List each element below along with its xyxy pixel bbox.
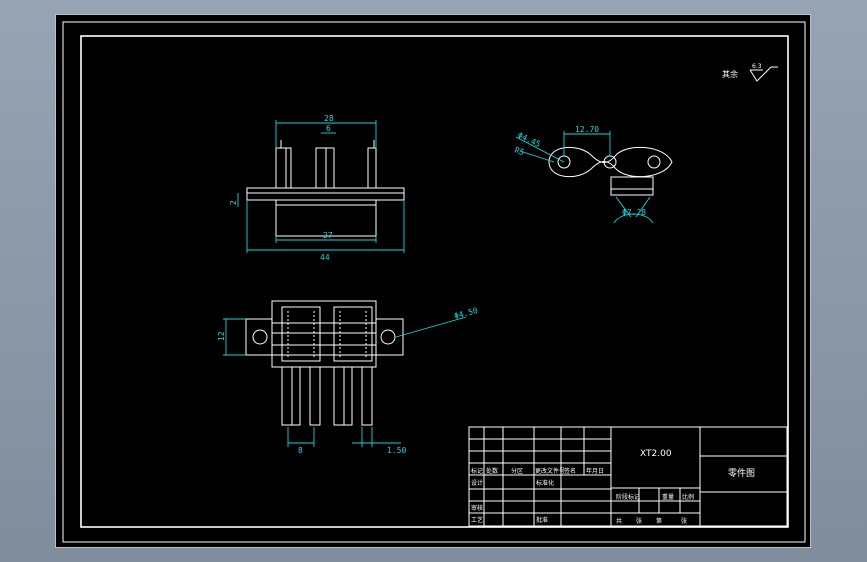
dim-radius: R5 — [513, 145, 525, 157]
tb-label-1: 处数 — [486, 467, 498, 475]
top-view-link: Φ4.45 R5 12.70 Φ7.28 — [513, 125, 673, 224]
title-block: XT2.00 零件图 标记 处数 分区 更改文件号 签名 年月日 设计 标准化 … — [468, 426, 788, 527]
dim-8: 8 — [298, 446, 303, 455]
dim-44: 44 — [320, 253, 330, 262]
tb-label-5: 年月日 — [586, 467, 604, 475]
tb-label-2: 分区 — [511, 467, 523, 475]
tb-label-12: 工艺 — [471, 516, 483, 524]
tb-label-4: 签名 — [564, 467, 576, 475]
dim-angle: Φ7.28 — [622, 208, 646, 217]
dim-27: 27 — [323, 231, 333, 240]
dim-28: 28 — [324, 114, 334, 123]
drawing-viewport[interactable]: 其余 6.3 — [55, 14, 811, 548]
drawing-number: XT2.00 — [640, 449, 672, 459]
outer-frame — [62, 21, 806, 543]
tb-label-10: 比例 — [682, 493, 694, 501]
tb-label-8: 阶段标记 — [616, 493, 640, 501]
tb-label-0: 标记 — [471, 467, 483, 475]
tb-label-17: 张 — [681, 517, 687, 525]
roughness-label: 其余 — [722, 69, 738, 79]
dim-pitch: 12.70 — [575, 125, 599, 134]
part-name: 零件图 — [728, 467, 755, 479]
roughness-value: 6.3 — [752, 63, 762, 70]
dim-6: 6 — [326, 124, 331, 133]
tb-label-16: 第 — [656, 517, 662, 525]
dim-2: 2 — [229, 200, 238, 205]
tb-label-7: 标准化 — [536, 479, 554, 487]
tb-label-9: 重量 — [662, 493, 674, 501]
tb-label-13: 批准 — [536, 516, 548, 524]
dim-12: 12 — [217, 331, 226, 341]
front-view: 28 6 2 27 44 — [229, 114, 405, 262]
bottom-view: 12 Φ4.50 8 1.50 — [217, 300, 479, 455]
tb-label-14: 共 — [616, 517, 622, 525]
tb-label-3: 更改文件号 — [535, 467, 565, 475]
inner-frame — [80, 35, 789, 528]
dim-diameter: Φ4.50 — [453, 306, 479, 321]
dim-1-50: 1.50 — [387, 446, 406, 455]
tb-label-15: 张 — [636, 517, 642, 525]
drawing-canvas: 其余 6.3 — [62, 21, 806, 543]
tb-label-11: 审核 — [471, 504, 483, 512]
tb-label-6: 设计 — [471, 479, 483, 487]
roughness-note: 其余 6.3 — [722, 63, 778, 82]
